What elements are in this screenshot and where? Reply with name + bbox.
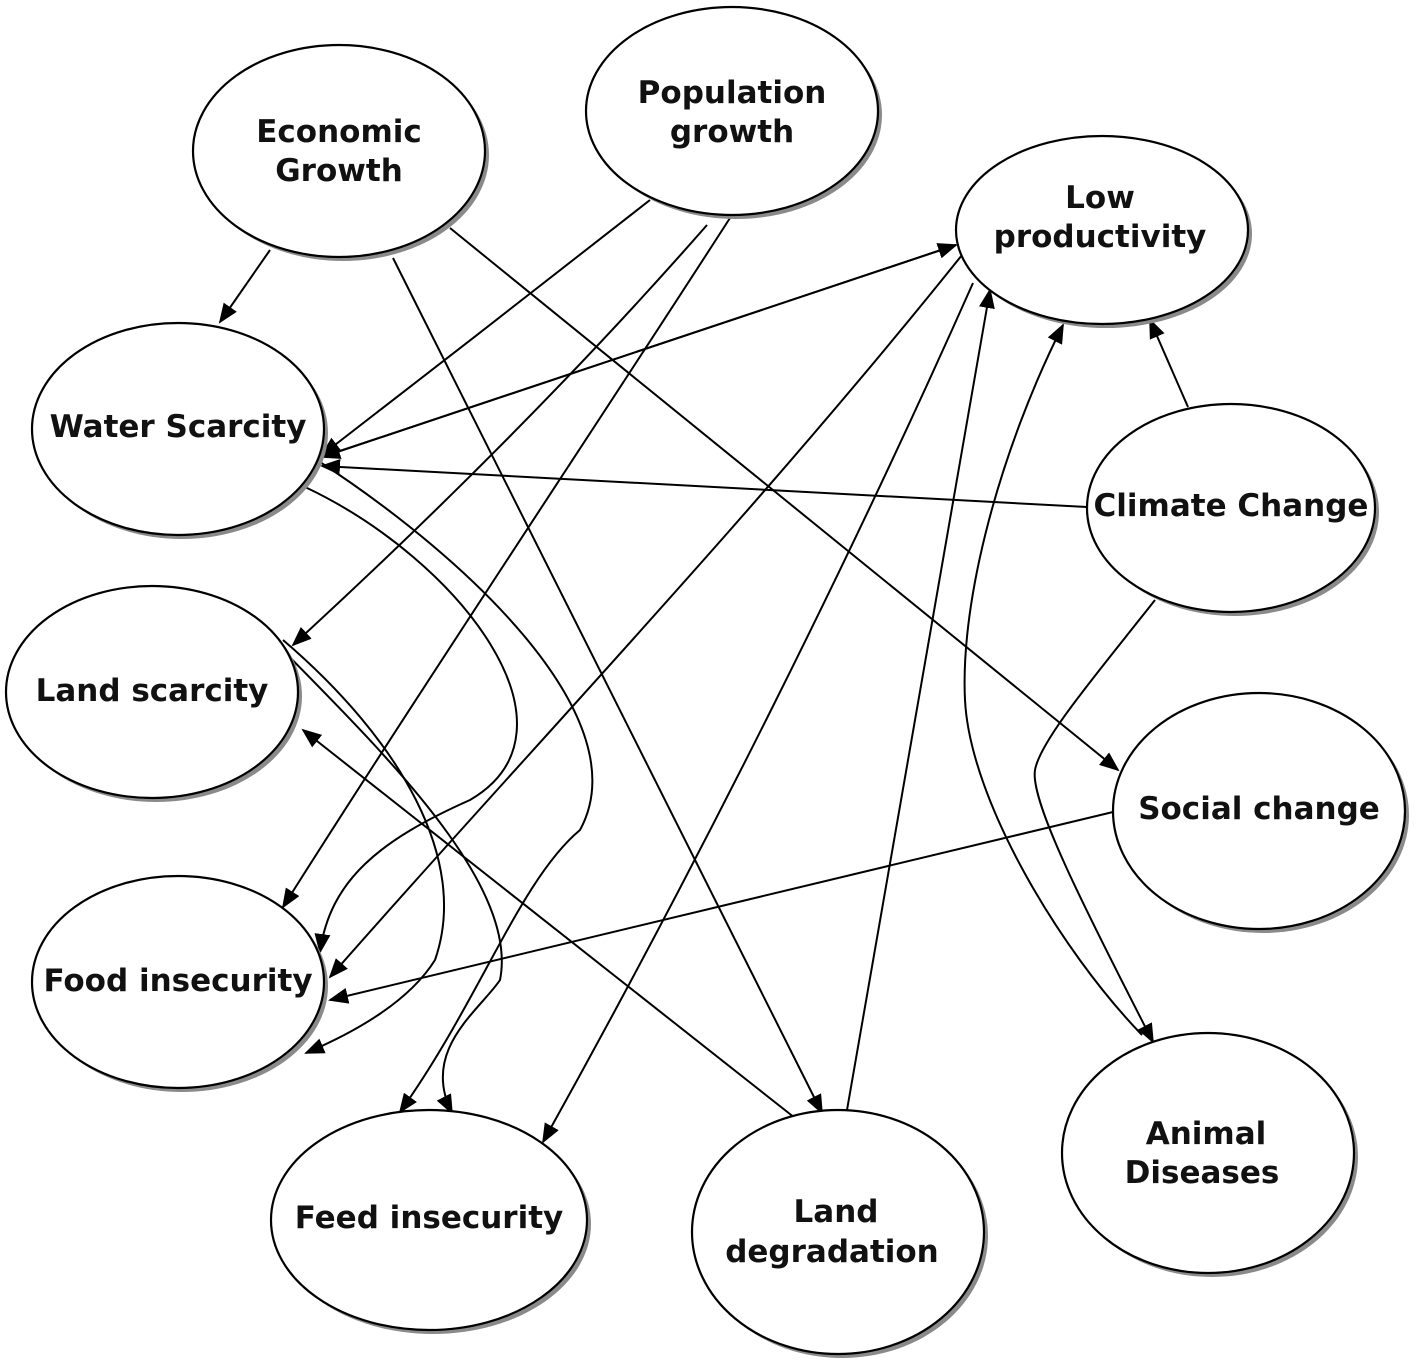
node-label-economic-growth-line2: Growth <box>275 153 403 189</box>
node-label-climate-change: Climate Change <box>1094 488 1369 524</box>
node-label-social-change: Social change <box>1138 791 1380 827</box>
node-food-insecurity: Food insecurity <box>30 874 328 1092</box>
edge-land-scarcity-to-feed-insecurity <box>269 636 503 1115</box>
node-feed-insecurity: Feed insecurity <box>269 1108 591 1334</box>
edge-land-degradation-to-land-scarcity <box>301 728 796 1119</box>
node-label-feed-insecurity: Feed insecurity <box>295 1200 564 1236</box>
node-label-water-scarcity: Water Scarcity <box>50 409 307 445</box>
edge-low-productivity-to-feed-insecurity <box>542 282 974 1144</box>
node-land-degradation: Land degradation <box>690 1108 988 1358</box>
node-label-population-growth-line1: Population <box>638 75 827 111</box>
node-low-productivity: Low productivity <box>954 134 1252 328</box>
node-label-low-productivity-line1: Low <box>1065 180 1135 216</box>
node-land-scarcity: Land scarcity <box>4 584 302 802</box>
edge-climate-change-to-animal-diseases <box>1033 599 1156 1044</box>
node-label-animal-diseases-line1: Animal <box>1146 1116 1267 1152</box>
edge-land-degradation-to-low-productivity <box>846 288 995 1111</box>
edge-social-change-to-food-insecurity <box>328 811 1114 1004</box>
node-economic-growth: Economic Growth <box>191 43 489 261</box>
node-label-low-productivity-line2: productivity <box>994 219 1207 255</box>
node-climate-change: Climate Change <box>1085 402 1379 616</box>
edge-economic-growth-to-water-scarcity <box>218 249 271 324</box>
node-animal-diseases: Animal Diseases <box>1060 1031 1358 1277</box>
node-label-food-insecurity: Food insecurity <box>43 963 312 999</box>
edge-land-scarcity-to-food-insecurity <box>282 639 445 1054</box>
edge-water-scarcity-to-food-insecurity <box>304 486 518 954</box>
edge-economic-growth-to-land-degradation <box>392 257 823 1115</box>
node-label-animal-diseases-line2: Diseases <box>1125 1155 1280 1191</box>
node-social-change: Social change <box>1111 691 1409 933</box>
node-label-population-growth-line2: growth <box>670 114 794 150</box>
edges-layer <box>218 199 1189 1144</box>
node-water-scarcity: Water Scarcity <box>30 321 328 539</box>
edge-animal-diseases-to-low-productivity <box>963 323 1143 1036</box>
nodes-layer: Economic Growth Population growth Low pr… <box>4 5 1409 1358</box>
edge-population-growth-to-land-scarcity <box>291 224 708 647</box>
node-label-land-degradation-line1: Land <box>794 1194 879 1230</box>
node-label-economic-growth-line1: Economic <box>256 114 422 150</box>
edge-population-growth-to-food-insecurity <box>281 217 731 909</box>
edge-climate-change-to-low-productivity <box>1149 318 1189 408</box>
edge-climate-change-to-water-scarcity <box>320 458 1088 508</box>
edge-economic-growth-to-social-change <box>449 227 1120 772</box>
node-label-land-degradation-line2: degradation <box>725 1234 939 1270</box>
edge-low-productivity-to-water-scarcity <box>320 244 957 459</box>
edge-low-productivity-to-food-insecurity <box>328 254 963 979</box>
node-population-growth: Population growth <box>584 5 882 219</box>
edge-population-growth-to-water-scarcity <box>320 199 651 457</box>
edge-water-scarcity-to-feed-insecurity <box>319 461 594 1114</box>
node-label-land-scarcity: Land scarcity <box>36 673 269 709</box>
